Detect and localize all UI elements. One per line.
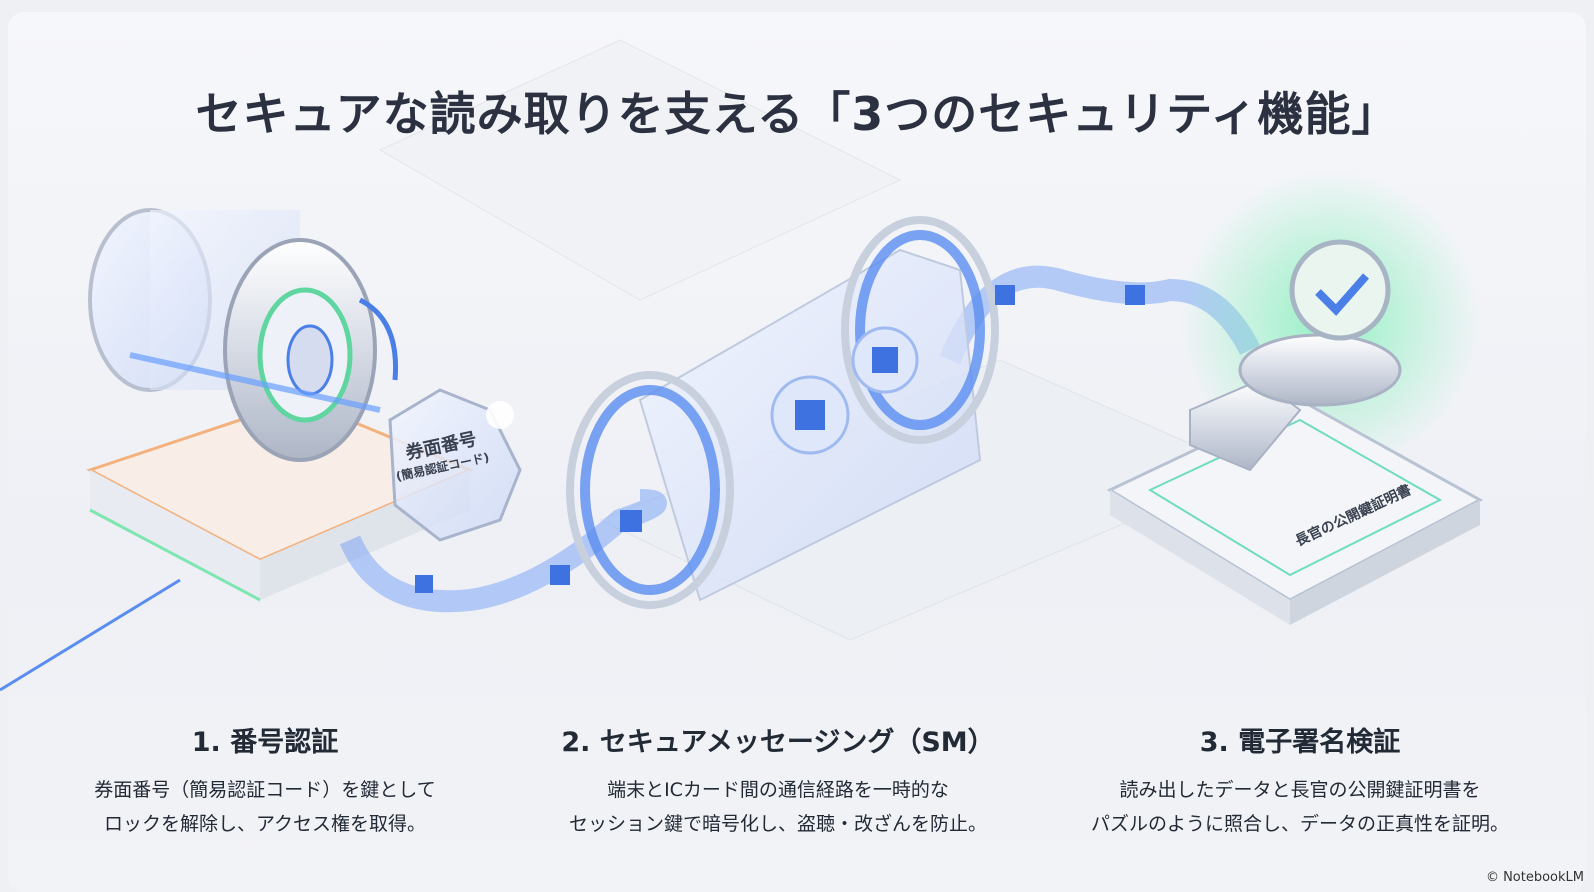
data-pipe	[339, 489, 667, 613]
feature-heading: 1. 番号認証	[191, 727, 339, 758]
secure-tunnel-icon	[415, 216, 1145, 609]
feature-desc-line: ロックを解除し、アクセス権を取得。	[103, 813, 427, 835]
watermark: © NotebookLM	[1485, 870, 1584, 885]
feature-signature-verification: 3. 電子署名検証 読み出したデータと長官の公開鍵証明書を パズルのように照合し…	[1040, 720, 1560, 841]
checkmark-badge-icon	[1315, 273, 1369, 316]
feature-desc-line: 券面番号（簡易認証コード）を鍵として	[94, 779, 436, 801]
page-title: セキュアな読み取りを支える「3つのセキュリティ機能」	[195, 87, 1399, 141]
bg-panel	[378, 39, 902, 301]
feature-heading: 2. セキュアメッセージング（SM）	[561, 727, 995, 758]
feature-desc-line: 端末とICカード間の通信経路を一時的な	[607, 779, 949, 801]
signature-verification-platform	[1106, 170, 1484, 625]
feature-secure-messaging: 2. セキュアメッセージング（SM） 端末とICカード間の通信経路を一時的な セ…	[518, 720, 1038, 841]
key-icon	[388, 388, 522, 542]
feature-desc-line: 読み出したデータと長官の公開鍵証明書を	[1119, 779, 1481, 801]
feature-number-auth: 1. 番号認証 券面番号（簡易認証コード）を鍵として ロックを解除し、アクセス権…	[5, 720, 525, 841]
feature-desc-line: パズルのように照合し、データの正真性を証明。	[1090, 813, 1509, 835]
feature-heading: 3. 電子署名検証	[1199, 727, 1401, 758]
lock-cylinder-icon	[88, 208, 399, 462]
feature-desc-line: セッション鍵で暗号化し、盗聴・改ざんを防止。	[568, 813, 987, 835]
